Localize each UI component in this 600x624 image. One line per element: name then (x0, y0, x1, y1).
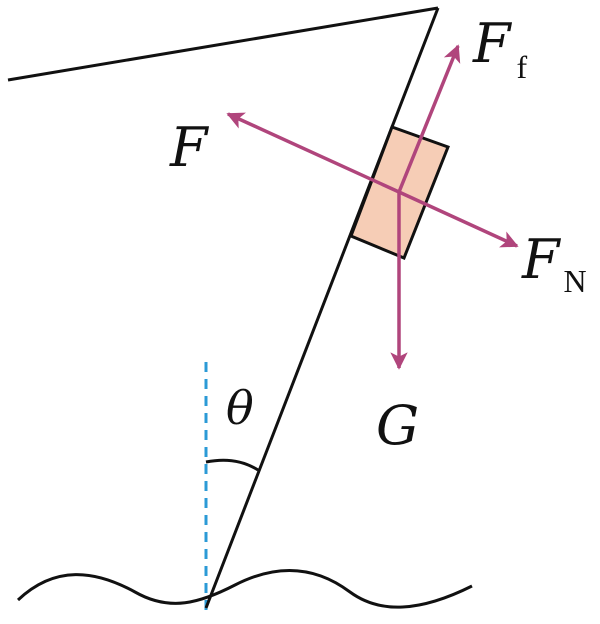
friction-symbol: F (472, 12, 513, 75)
angle-arc (205, 458, 259, 472)
gravity-symbol: G (376, 394, 419, 457)
angle-label: θ (226, 381, 254, 435)
inclined-pole (204, 7, 440, 609)
applied-force-symbol: F (169, 116, 210, 179)
angle-symbol: θ (226, 381, 254, 435)
normal-force-symbol: F (521, 228, 562, 291)
applied-force-label: F (169, 116, 210, 179)
normal-force-arrow (398, 190, 519, 248)
ground-wave (16, 569, 473, 609)
friction-subscript: f (516, 49, 527, 85)
top-line (7, 6, 439, 82)
applied-force-arrow (226, 112, 400, 194)
friction-arrow (397, 44, 461, 193)
normal-force-subscript: N (563, 263, 586, 299)
gravity-label: G (376, 394, 419, 457)
